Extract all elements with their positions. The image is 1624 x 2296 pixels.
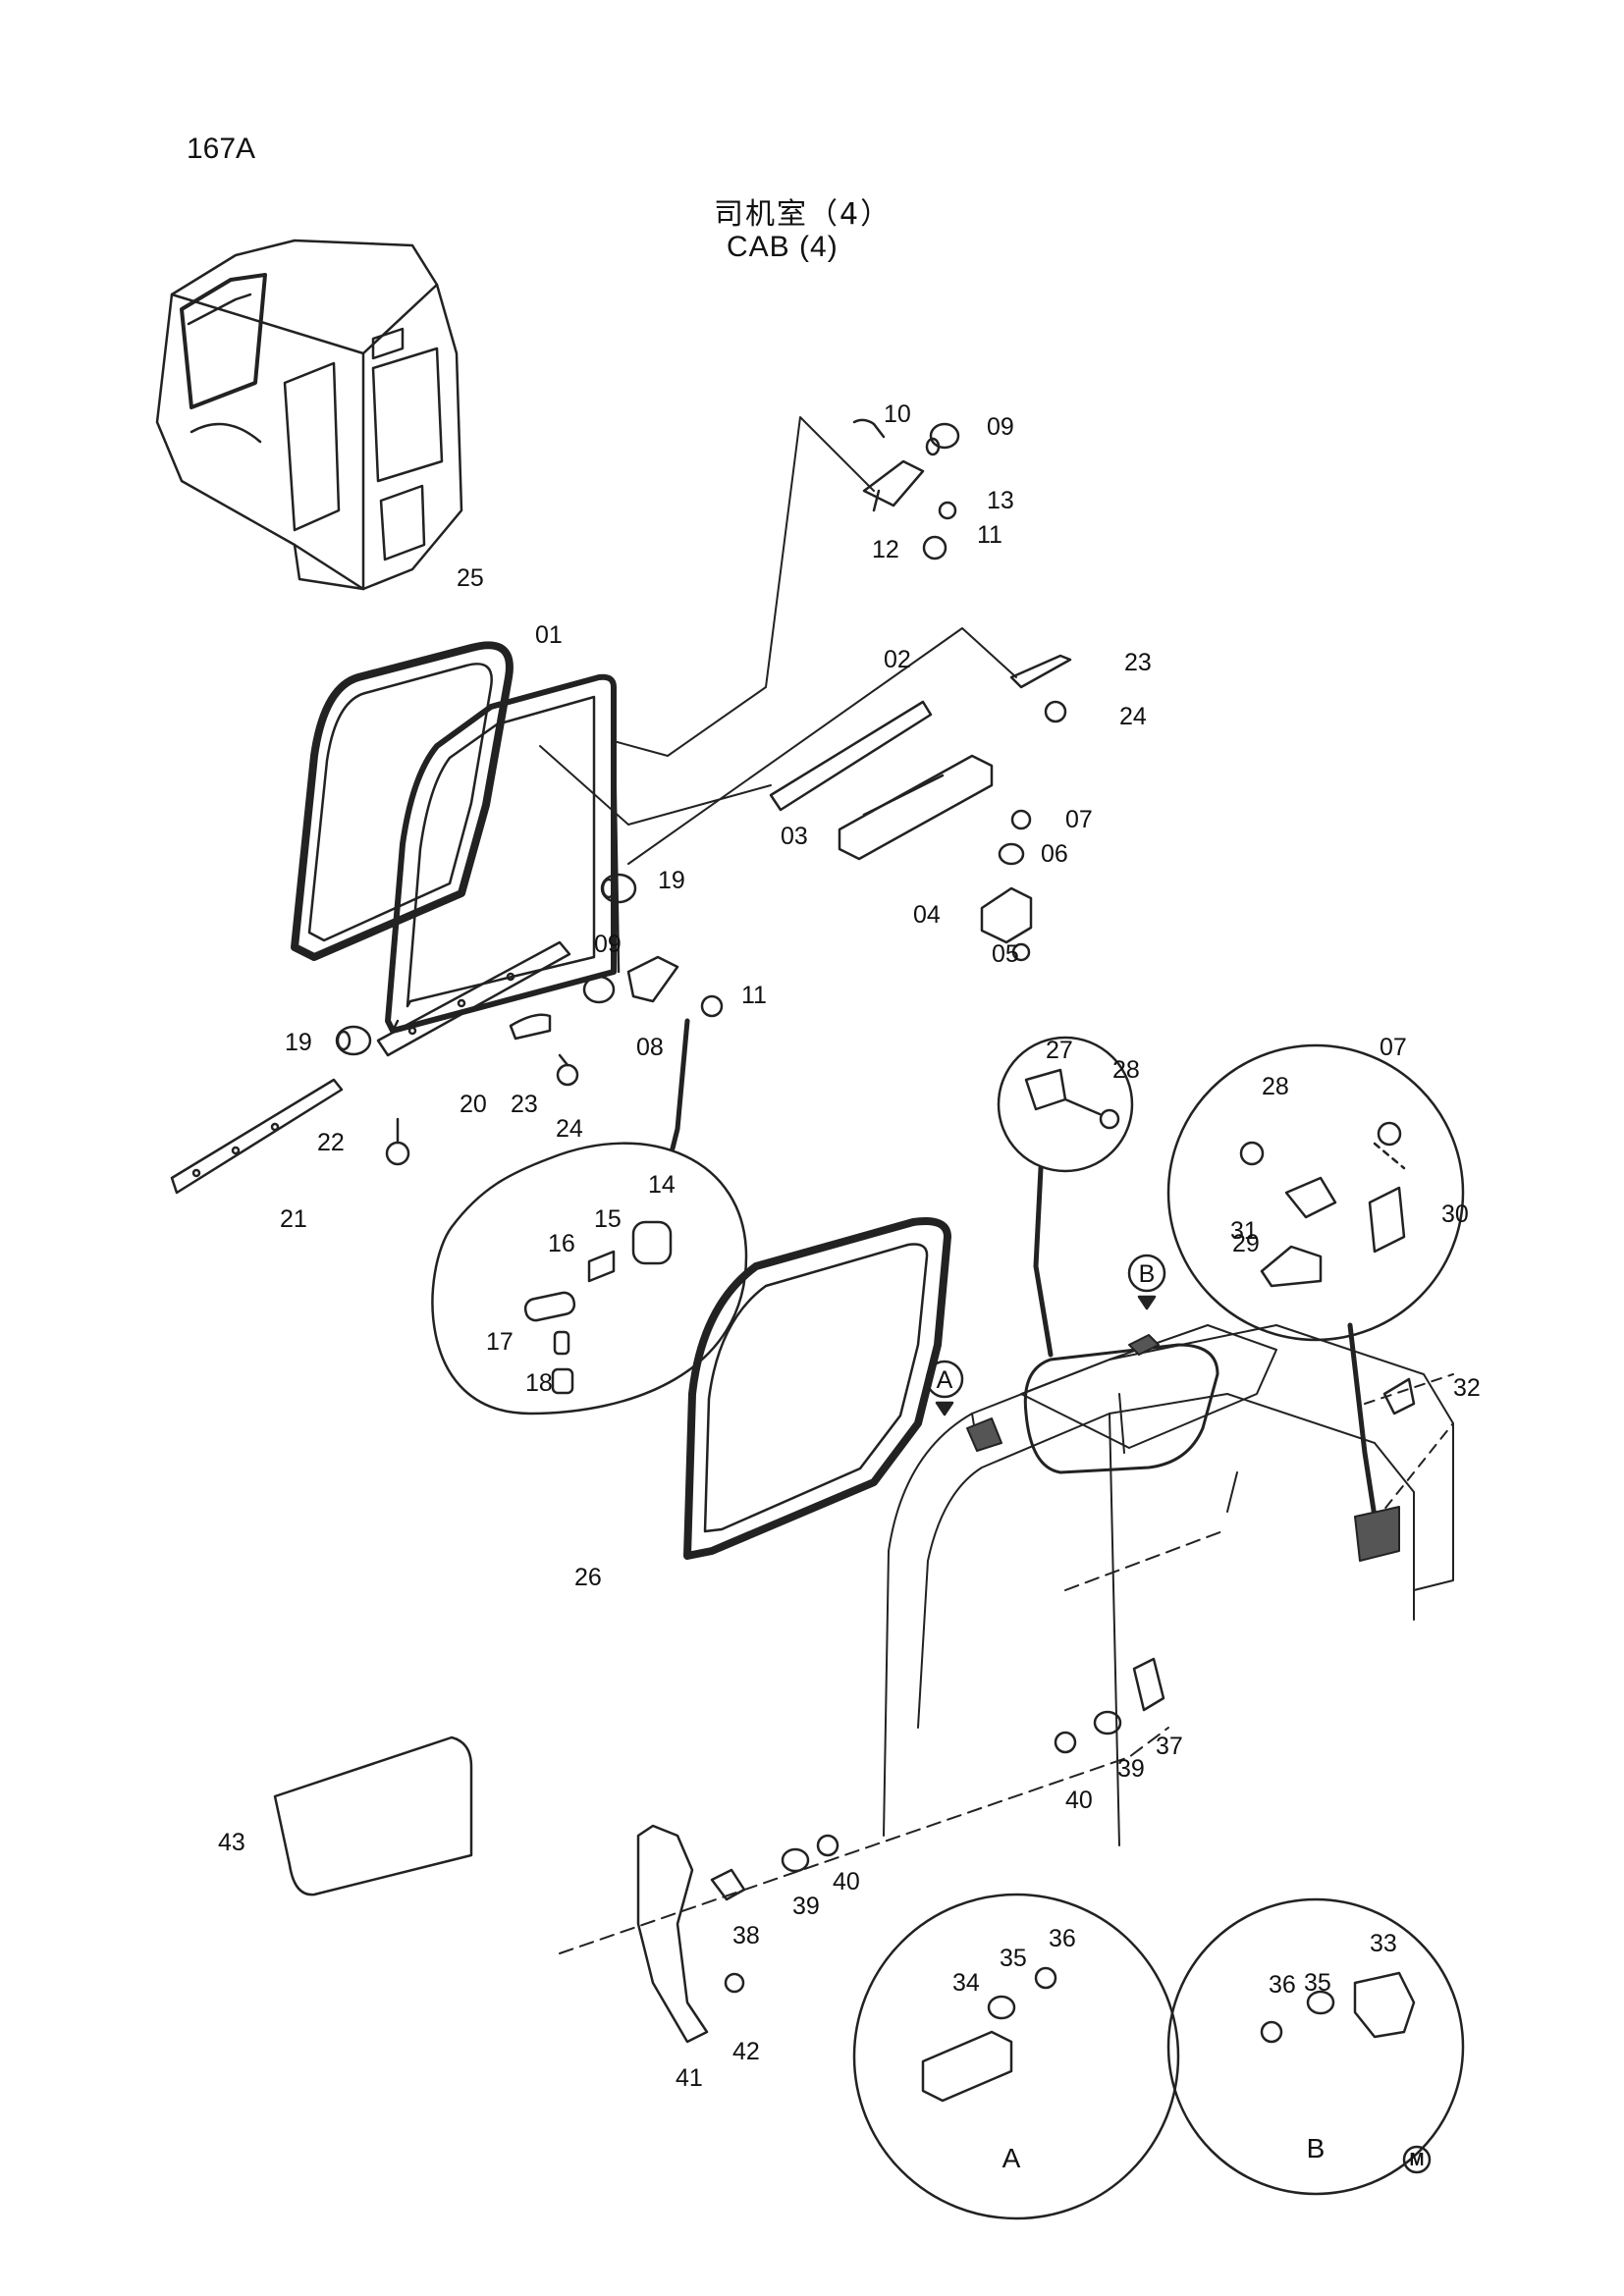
callout-label: 08 [636,1034,664,1061]
callout-label: 33 [1370,1930,1397,1957]
callout-label: 02 [884,646,911,673]
callout-label: 09 [594,931,622,958]
callout-label: 06 [1041,840,1068,868]
cab-body [883,1324,1454,1846]
callout-label: 38 [732,1922,760,1949]
callout-label: 11 [977,521,1002,549]
callout-label: 07 [1380,1034,1407,1061]
callout-label: 26 [574,1564,602,1591]
callout-label: 25 [457,564,484,592]
striker-parts-left [636,1824,839,2044]
callout-label: 20 [460,1091,487,1118]
detail-circle-pins [431,1142,748,1415]
door-rails [170,940,571,1195]
callout-label: 23 [511,1091,538,1118]
callout-label: 39 [1117,1755,1145,1783]
detail-marker-label: B [1139,1260,1156,1288]
callout-label: 23 [1124,649,1152,676]
callout-label: 37 [1156,1733,1183,1760]
callout-label: 16 [548,1230,575,1257]
door-latch [626,955,724,1018]
callout-label: 27 [1046,1037,1073,1064]
detail-marker: B [1127,1254,1166,1310]
callout-label: 30 [1441,1201,1469,1228]
detail-view-caption: A [1002,2143,1021,2173]
callout-label: 41 [676,2064,703,2092]
detail-marker: A [925,1360,964,1416]
detail-view-b [1166,1897,1465,2196]
callout-label: 07 [1065,806,1093,833]
callout-label: 34 [952,1969,980,1997]
callout-label: 40 [833,1868,860,1896]
callout-label: 09 [987,413,1014,441]
callout-label: 36 [1269,1971,1296,1999]
callout-label: 03 [781,823,808,850]
callout-label: 04 [913,901,941,929]
callout-label: 18 [525,1369,553,1397]
page-number: 167A [187,133,256,165]
door-frame [385,673,621,1034]
cover-plate [1009,654,1072,723]
manufacturer-mark-icon: M [1402,2145,1432,2174]
callout-label: 01 [535,621,563,649]
door-glass-seal [291,641,514,961]
upper-hinge-assembly [852,418,960,561]
callout-label: 32 [1453,1374,1481,1402]
svg-text:M: M [1410,2150,1425,2169]
callout-label: 28 [1262,1073,1289,1100]
callout-label: 35 [1304,1969,1331,1997]
callout-label: 19 [658,867,685,894]
detail-circle-hinge-small [997,1036,1134,1173]
leader-lines [539,416,1454,1954]
glass-panel [273,1735,473,1896]
detail-circle-latch [1166,1043,1465,1342]
detail-view-caption: B [1307,2133,1326,2163]
roller-parts [335,873,637,1056]
callout-label: 35 [1000,1945,1027,1972]
callout-label: 24 [556,1115,583,1143]
callout-label: 29 [1232,1230,1260,1257]
callout-label: 19 [285,1029,312,1056]
callout-label: 14 [648,1171,676,1199]
cab-overview [155,239,463,591]
callout-label: 12 [872,536,899,563]
callout-label: 17 [486,1328,514,1356]
callout-label: 21 [280,1205,307,1233]
callout-label: 05 [992,940,1019,968]
callout-label: 13 [987,487,1014,514]
detail-view-a [852,1893,1180,2220]
callout-label: 43 [218,1829,245,1856]
callout-label: 11 [741,982,767,1009]
callout-label: 39 [792,1893,820,1920]
lower-brackets [385,1013,579,1166]
callout-label: 15 [594,1205,622,1233]
striker-parts-right [1054,1657,1165,1754]
callout-label: 22 [317,1129,345,1156]
callout-label: 36 [1049,1925,1076,1952]
detail-markers: AB [925,1254,1166,1416]
callout-label: 42 [732,2038,760,2065]
callout-label: 31 [1230,1217,1258,1245]
callout-labels: 01 02 03 04 05 06 07 08 09 10 09 11 11 12 13 14 15 16 17 18… [218,400,1481,2092]
upper-rail-assembly [769,700,1033,962]
stopper-part [1382,1377,1416,1415]
callout-label: 28 [1112,1056,1140,1084]
callout-label: 40 [1065,1787,1093,1814]
detail-marker-label: A [937,1366,953,1394]
door-opening-seal [683,1217,951,1560]
diagram-title-chinese: 司机室（4） [714,197,893,232]
callout-label: 24 [1119,703,1147,730]
callout-label: 10 [884,400,911,428]
diagram-title-english: CAB (4) [727,231,839,263]
